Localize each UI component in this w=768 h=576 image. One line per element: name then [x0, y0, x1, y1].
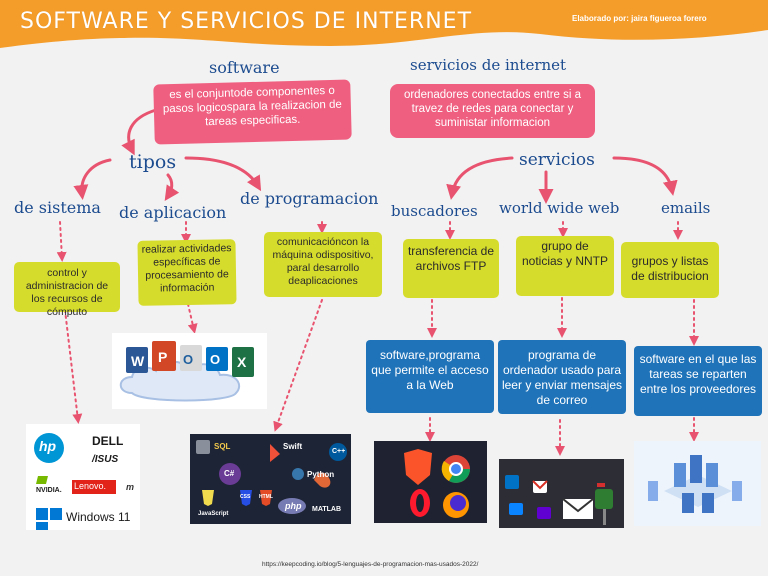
buscadores-description-box: software,programa que permite el acceso …	[366, 340, 494, 413]
asus-logo: /ISUS	[92, 454, 119, 465]
internet-definition: ordenadores conectados entre si a travez…	[403, 89, 582, 129]
sistema-description-box: control y administracion de los recursos…	[14, 262, 120, 318]
programacion-description-box: comunicacióncon la máquina odispositivo,…	[264, 232, 382, 297]
service-heading-buscadores: buscadores	[391, 202, 478, 220]
arrow-tipos-aplicacion	[164, 173, 180, 201]
www-description: programa de ordenador usado para leer y …	[501, 348, 623, 407]
swift-label: Swift	[283, 442, 303, 451]
partial-brand-logo: m	[126, 482, 135, 492]
matlab-label: MATLAB	[312, 506, 342, 513]
buscadores-detail-box: transferencia de archivos FTP	[403, 239, 499, 298]
www-description-box: programa de ordenador usado para leer y …	[498, 340, 626, 414]
buscadores-detail: transferencia de archivos FTP	[407, 244, 495, 273]
svg-text:O: O	[183, 352, 193, 367]
author-credit: Elaborado por: jaira figueroa forero	[572, 14, 707, 23]
tipos-heading: tipos	[129, 151, 177, 173]
dotted-sistema-image	[64, 309, 83, 424]
dell-logo: DELL	[92, 434, 124, 448]
programming-languages-image: SQL Swift C# Python C++ JavaScript CSS H…	[190, 434, 351, 524]
dotted-programacion-image	[273, 299, 323, 432]
svg-text:O: O	[210, 352, 220, 367]
language-logos	[196, 440, 347, 514]
mail-apps-image	[499, 459, 624, 528]
servicios-internet-heading: servicios de internet	[410, 56, 567, 74]
aplicacion-description: realizar actividades específicas de proc…	[141, 242, 232, 295]
html-label: HTML	[259, 494, 273, 500]
service-heading-www: world wide web	[499, 199, 620, 217]
www-detail: grupo de noticias y NNTP	[521, 239, 609, 268]
servers-image	[634, 441, 761, 526]
type-heading-aplicacion: de aplicacion	[119, 203, 227, 222]
type-heading-programacion: de programacion	[240, 189, 379, 208]
emails-description: software en el que las tareas se reparte…	[639, 352, 757, 396]
internet-definition-box: ordenadores conectados entre si a travez…	[390, 84, 595, 138]
javascript-label: JavaScript	[198, 511, 229, 517]
browser-icons	[404, 449, 470, 518]
mail-icons	[505, 475, 613, 525]
software-definition-box: es el conjuntode componentes o pasos log…	[153, 79, 352, 145]
brand-shapes	[34, 433, 116, 530]
arrow-tipos-sistema	[73, 158, 112, 200]
type-heading-sistema: de sistema	[14, 198, 101, 217]
source-link[interactable]: https://keepcoding.io/blog/5-lenguajes-d…	[262, 561, 479, 568]
sistema-description: control y administracion de los recursos…	[25, 267, 109, 318]
software-heading: software	[209, 58, 280, 77]
programacion-description: comunicacióncon la máquina odispositivo,…	[272, 236, 374, 287]
cpp-label: C++	[332, 448, 346, 455]
office-cloud-icon: W P O O X	[119, 341, 254, 402]
banner-wave	[0, 0, 768, 48]
csharp-label: C#	[224, 469, 235, 478]
service-heading-emails: emails	[661, 199, 711, 217]
svg-text:P: P	[158, 349, 167, 365]
dotted-sistema-card	[56, 221, 67, 262]
server-icons	[648, 455, 742, 513]
arrow-servicios-emails	[612, 156, 678, 196]
hp-logo: hp	[39, 438, 57, 454]
dotted-aplicacion-image	[187, 303, 198, 334]
aplicacion-description-box: realizar actividades específicas de proc…	[137, 239, 237, 306]
sql-label: SQL	[214, 442, 231, 451]
emails-detail: grupos y listas de distribucion	[631, 254, 709, 283]
buscadores-description: software,programa que permite el acceso …	[371, 348, 489, 392]
arrow-software-tipos	[121, 108, 158, 156]
python-label: Python	[307, 470, 335, 479]
svg-text:W: W	[131, 353, 145, 369]
lenovo-logo: Lenovo.	[74, 481, 107, 491]
servicios-heading: servicios	[519, 150, 595, 170]
css-label: CSS	[240, 494, 251, 500]
arrow-tipos-programacion	[184, 156, 262, 192]
emails-detail-box: grupos y listas de distribucion	[621, 242, 719, 298]
windows-logo: Windows 11	[66, 510, 131, 524]
www-detail-box: grupo de noticias y NNTP	[516, 236, 614, 296]
office-apps-image: W P O O X	[112, 333, 267, 409]
hardware-brands-image: hp DELL /ISUS NVIDIA. Lenovo. m Windows …	[26, 424, 140, 530]
software-definition: es el conjuntode componentes o pasos log…	[162, 84, 342, 129]
browsers-image	[374, 441, 487, 523]
nvidia-logo: NVIDIA.	[36, 487, 62, 494]
page-title: SOFTWARE Y SERVICIOS DE INTERNET	[20, 9, 473, 34]
header-banner	[0, 0, 768, 52]
arrow-servicios-buscadores	[446, 156, 514, 200]
emails-description-box: software en el que las tareas se reparte…	[634, 346, 762, 416]
php-label: php	[285, 501, 302, 511]
svg-text:X: X	[237, 354, 247, 370]
